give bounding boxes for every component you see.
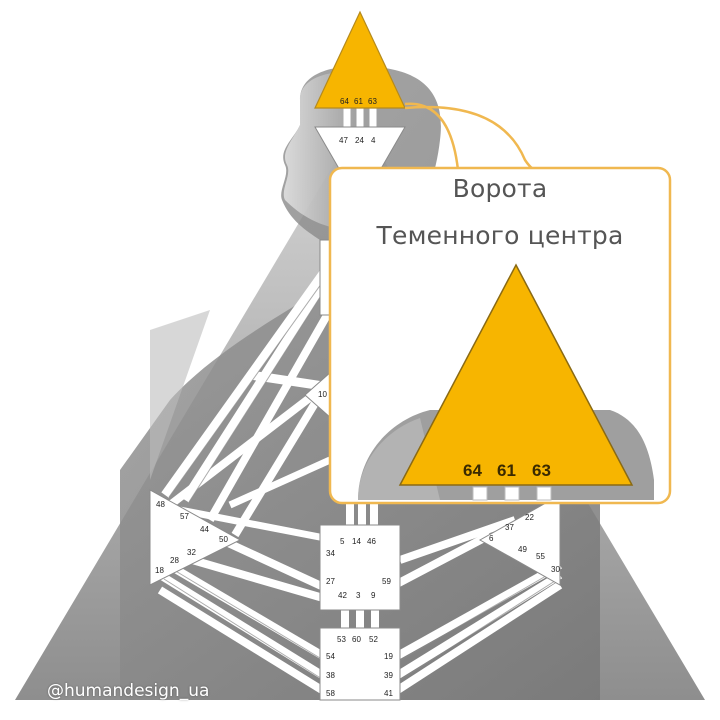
callout-gate-post-1 <box>472 486 488 501</box>
callout-gate-63: 63 <box>532 461 551 480</box>
callout-gate-61: 61 <box>497 461 516 480</box>
root-gate-54: 54 <box>326 652 335 661</box>
left-gate-32: 32 <box>187 548 196 557</box>
root-gate-60: 60 <box>352 635 361 644</box>
root-gate-38: 38 <box>326 671 335 680</box>
left-gate-48: 48 <box>156 500 165 509</box>
callout-head-triangle <box>398 263 634 486</box>
g-gate-10: 10 <box>318 390 327 399</box>
sacral-gate-34: 34 <box>326 549 335 558</box>
head-gate-61: 61 <box>354 97 363 106</box>
root-gate-53: 53 <box>337 635 346 644</box>
sacral-gate-14: 14 <box>352 537 361 546</box>
head-gate-64: 64 <box>340 97 349 106</box>
right-center <box>478 494 561 586</box>
right-gate-6: 6 <box>489 534 494 543</box>
ajna-gate-24: 24 <box>355 136 364 145</box>
root-gate-58: 58 <box>326 689 335 698</box>
callout-title-line2: Теменного центра <box>376 221 624 250</box>
callout-gate-post-3 <box>536 486 552 501</box>
ajna-gate-47: 47 <box>339 136 348 145</box>
sacral-gate-3: 3 <box>356 591 361 600</box>
root-center <box>319 627 401 701</box>
left-shadow <box>150 310 210 480</box>
sacral-gate-27: 27 <box>326 577 335 586</box>
root-gate-52: 52 <box>369 635 378 644</box>
head-gate-63: 63 <box>368 97 377 106</box>
ajna-gate-4: 4 <box>371 136 376 145</box>
left-gate-44: 44 <box>200 525 209 534</box>
right-gate-49: 49 <box>518 545 527 554</box>
right-gate-55: 55 <box>536 552 545 561</box>
channel-outlines <box>163 251 559 685</box>
callout-gate-64: 64 <box>463 461 482 480</box>
left-gate-18: 18 <box>155 566 164 575</box>
root-gate-39: 39 <box>384 671 393 680</box>
watermark-handle: @humandesign_ua <box>47 681 210 701</box>
ajna-center <box>314 126 406 207</box>
left-gate-28: 28 <box>170 556 179 565</box>
right-gate-22: 22 <box>525 513 534 522</box>
left-gate-57: 57 <box>180 512 189 521</box>
sacral-center <box>319 524 401 611</box>
sacral-gate-5: 5 <box>340 537 345 546</box>
right-gate-37: 37 <box>505 523 514 532</box>
sacral-gate-59: 59 <box>382 577 391 586</box>
callout-gate-post-2 <box>504 486 520 501</box>
head-center <box>314 10 406 109</box>
right-gate-30: 30 <box>551 565 560 574</box>
root-gate-41: 41 <box>384 689 393 698</box>
sacral-gate-46: 46 <box>367 537 376 546</box>
callout-title-line1: Ворота <box>452 174 548 203</box>
left-center <box>149 489 242 586</box>
channels <box>157 108 563 699</box>
sacral-gate-42: 42 <box>338 591 347 600</box>
sacral-gate-9: 9 <box>371 591 376 600</box>
root-gate-19: 19 <box>384 652 393 661</box>
left-gate-50: 50 <box>219 535 228 544</box>
